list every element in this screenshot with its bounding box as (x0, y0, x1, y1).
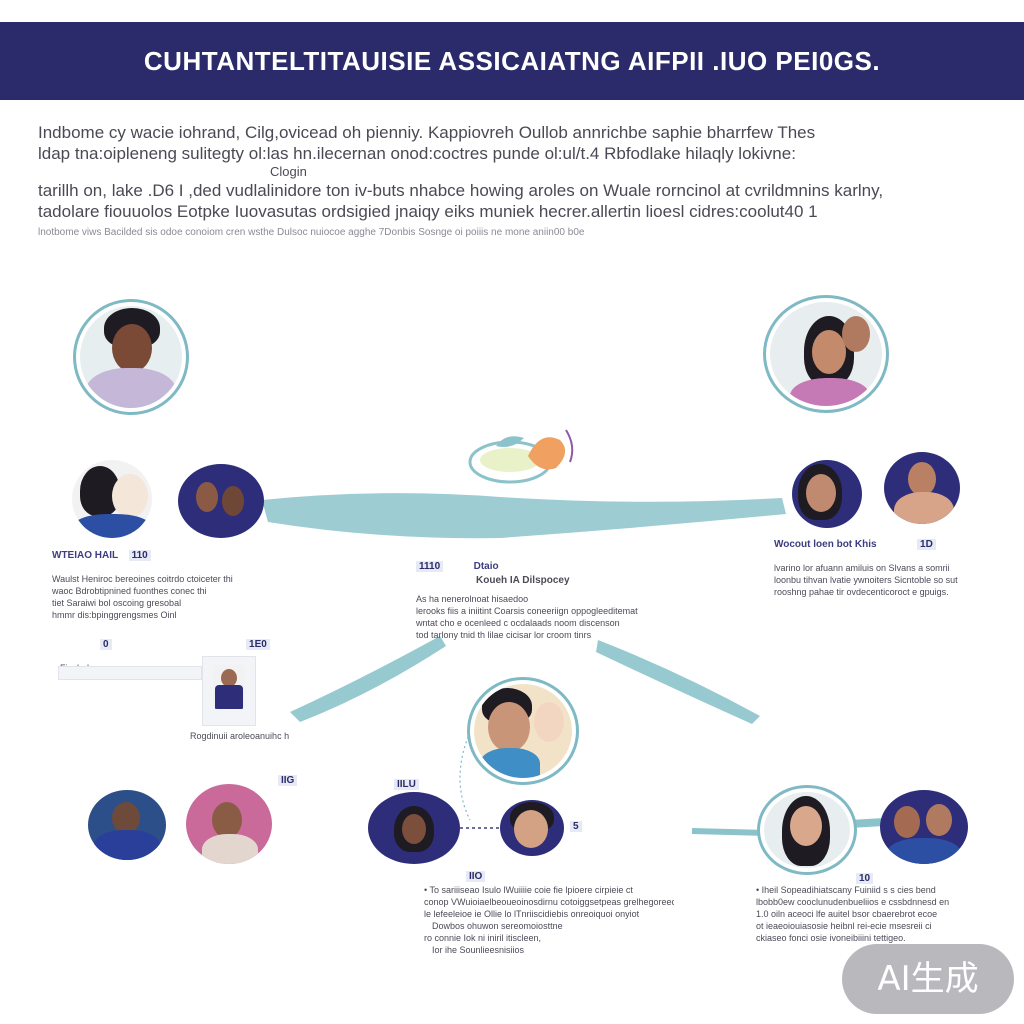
portrait-avatar (770, 302, 882, 406)
node-code: 1D (917, 539, 936, 550)
node-line: ckiaseo fonci osie ivoneibiiini tettigeo… (756, 933, 906, 943)
center-node-text: 1110 Dtaio Koueh IA Dilspocey As ha nene… (416, 556, 656, 641)
node-line: lvarino lor afuann amiluis on Slvans a s… (774, 563, 950, 573)
dotted-arc (459, 731, 471, 821)
node-code: 0 (100, 639, 112, 650)
node-line: tod tarlony tnid th lilae cicisar lor cr… (416, 630, 592, 640)
portrait-avatar (884, 452, 960, 524)
bottom-center-node-text: • To sariiiseao Isulo lWuiiiie coie fie … (424, 884, 674, 956)
info-card (58, 666, 202, 680)
node-line: Waulst Heniroc bereoines coitrdo ctoicet… (52, 574, 233, 584)
node-line: As ha nenerolnoat hisaedoo (416, 594, 529, 604)
portrait-avatar (368, 792, 460, 864)
portrait-avatar (474, 684, 572, 778)
node-tag: Wocout loen bot Khis (774, 539, 877, 550)
bottom-right-code: 10 (856, 868, 874, 886)
node-line: waoc Bdrobtipnined fuonthes conec thi (52, 586, 207, 596)
header-banner: CUHTANTELTITAUISIE ASSICAIATNG AIFPII .I… (0, 22, 1024, 100)
node-line: tiet Saraiwi bol oscoing gresobal (52, 598, 182, 608)
node-tag: Dtaio (473, 561, 499, 572)
node-line: le lefeeleioe ie Ollie lo lTnriiscidiebi… (424, 909, 640, 919)
bottom-right-link (692, 828, 770, 836)
node-line: 1.0 oiln aceoci lfe auitel bsor cbaerebr… (756, 909, 938, 919)
hub-leaf (496, 436, 524, 447)
node-code: 5 (570, 821, 582, 832)
bottom-center-code-a: IILU (394, 774, 419, 792)
node-code: 1110 (416, 561, 444, 572)
bottom-center-code-b: 5 (570, 816, 582, 834)
intro-line: Indbome cy wacie iohrand, Cilg,ovicead o… (38, 123, 816, 142)
node-code: 10 (856, 873, 874, 884)
node-tag: WTEIAO HAIL (52, 550, 119, 561)
node-title: Koueh IA Dilspocey (476, 575, 570, 586)
portrait-avatar (764, 792, 850, 868)
left-node-text: WTEIAO HAIL 110 Waulst Heniroc bereoines… (52, 545, 272, 621)
ai-generated-badge: AI生成 (842, 944, 1014, 1014)
portrait-avatar (186, 784, 272, 864)
bottom-right-node-text: • Iheil Sopeadihiatscany Fuiniid s s cie… (756, 884, 976, 944)
intro-line: ldap tna:oipleneng sulitegty ol:las hn.i… (38, 144, 796, 163)
page-title: CUHTANTELTITAUISIE ASSICAIATNG AIFPII .I… (143, 46, 881, 76)
bottom-center-code-c: IIO (466, 866, 486, 884)
bottom-left-code: IIG (278, 770, 298, 788)
left-card-caption: Rogdinuii aroleoanuihc h (190, 730, 310, 742)
portrait-avatar (213, 665, 245, 709)
node-code: 110 (128, 550, 151, 561)
portrait-avatar (72, 460, 152, 538)
intro-paragraph: Indbome cy wacie iohrand, Cilg,ovicead o… (38, 122, 998, 240)
intro-line: tadolare fiouuolos Eotpke Iuovasutas ord… (38, 202, 818, 221)
photo-card (202, 656, 256, 726)
node-line: wntat cho e ocenleed c ocdalaads noom di… (416, 618, 620, 628)
node-line: conop VWuioiaelbeoueoinosdirnu cotoiggse… (424, 897, 674, 907)
main-horizontal-stroke (262, 493, 786, 539)
hub-splash (528, 437, 566, 470)
node-line: ot ieaeoiouiasosie heibnl rei-ecie msesr… (756, 921, 932, 931)
node-code: IILU (394, 779, 419, 790)
left-diagonal-stroke (290, 636, 446, 722)
intro-line: lnotbome viws Bacilded sis odoe conoiom … (38, 227, 585, 238)
node-line: • To sariiiseao Isulo lWuiiiie coie fie … (424, 885, 633, 895)
intro-line: Clogin (270, 164, 307, 179)
node-line: ro connie Iok ni iniril itiscleen, (424, 933, 542, 943)
portrait-avatar (792, 460, 862, 528)
node-line: lerooks fiis a iniitint Coarsis coneerii… (416, 606, 638, 616)
node-line: rooshng pahae tir ovdecenticoroct e gpui… (774, 587, 949, 597)
node-code: 1E0 (246, 639, 270, 650)
portrait-avatar (880, 790, 968, 864)
node-line: Dowbos ohuwon sereomoiosttne (432, 921, 563, 931)
portrait-avatar (178, 464, 264, 538)
node-line: hmmr dis:bpinggrengsmes Oinl (52, 610, 177, 620)
node-line: loonbu tihvan lvatie ywnoiters Sicntoble… (774, 575, 958, 585)
portrait-avatar (88, 790, 166, 860)
hub-squiggle (565, 429, 574, 463)
right-diagonal-stroke (596, 640, 760, 724)
bottom-right-link-2 (850, 818, 884, 828)
node-code: IIO (466, 871, 486, 882)
node-code: IIG (278, 775, 298, 786)
node-line: • Iheil Sopeadihiatscany Fuiniid s s cie… (756, 885, 936, 895)
portrait-avatar (80, 306, 182, 408)
node-line: lbobb0ew cooclunudenbueliios e cssbdnnes… (756, 897, 950, 907)
hub-plate-inner (480, 448, 540, 472)
node-line: Rogdinuii aroleoanuihc h (190, 731, 290, 741)
intro-line: tarillh on, lake .D6 I ,ded vudlalinidor… (38, 181, 884, 200)
portrait-avatar (500, 800, 564, 856)
node-line: Ior ihe Sounlieesnisiios (432, 945, 525, 955)
right-node-text: Wocout loen bot Khis 1D lvarino lor afua… (774, 534, 984, 598)
